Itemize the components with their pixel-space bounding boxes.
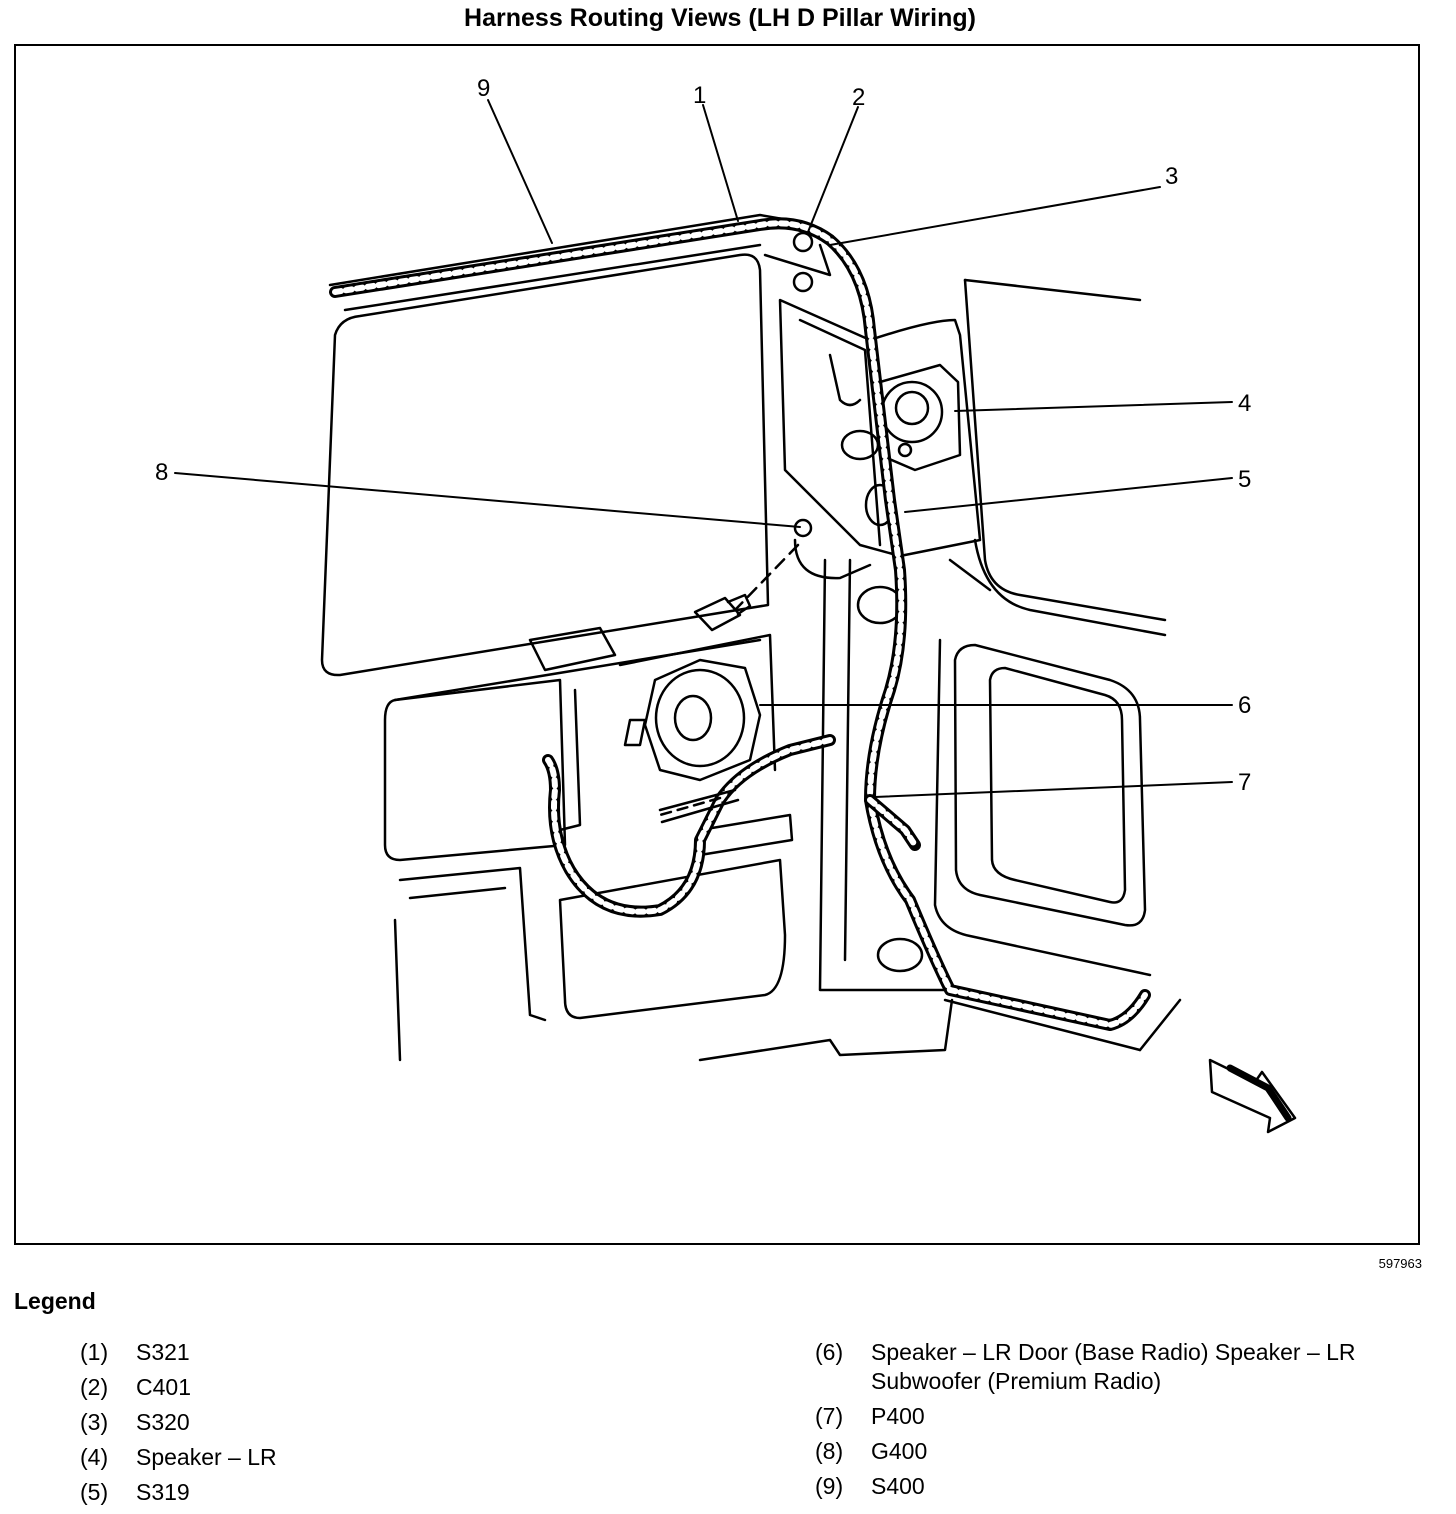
ground-bolt-g400	[693, 518, 872, 632]
harness-routing-drawing: 9 1 2 3 4 8 5 6 7	[155, 75, 1297, 1134]
leader-lines	[174, 99, 1233, 798]
callout-8: 8	[155, 459, 168, 486]
legend-item-text: S319	[136, 1479, 190, 1505]
legend-item-number: (4)	[80, 1444, 109, 1470]
legend-item-text: Speaker – LR	[136, 1444, 277, 1470]
callout-6: 6	[1238, 692, 1251, 719]
side-window	[320, 253, 770, 677]
legend-item-text: G400	[871, 1438, 928, 1464]
legend-item: (8) G400	[815, 1437, 1435, 1466]
callout-4: 4	[1238, 390, 1251, 417]
legend-title: Legend	[14, 1288, 96, 1314]
callout-9: 9	[477, 75, 490, 102]
wiring-harness	[329, 217, 1151, 1031]
legend-item-number: (7)	[815, 1403, 844, 1429]
legend-column-right: (6) Speaker – LR Door (Base Radio) Speak…	[815, 1338, 1435, 1507]
legend-item-number: (3)	[80, 1409, 109, 1435]
legend-item-number: (6)	[815, 1339, 844, 1365]
rear-door-opening	[933, 638, 1152, 977]
callout-1: 1	[693, 82, 706, 109]
speaker-lr-upper	[878, 363, 962, 472]
legend-item-number: (5)	[80, 1479, 109, 1505]
legend-column-left: (1) S321 (2) C401 (3) S320 (4) Speaker –…	[80, 1338, 680, 1513]
callout-2: 2	[852, 84, 865, 111]
front-direction-arrow	[1208, 1058, 1297, 1134]
legend-item: (2) C401	[80, 1373, 680, 1402]
callout-7: 7	[1238, 769, 1251, 796]
callout-3: 3	[1165, 163, 1178, 190]
legend-item-text: C401	[136, 1374, 191, 1400]
legend-item: (4) Speaker – LR	[80, 1443, 680, 1472]
legend-item-text: S400	[871, 1473, 925, 1499]
legend-item: (3) S320	[80, 1408, 680, 1437]
legend-item: (6) Speaker – LR Door (Base Radio) Speak…	[815, 1338, 1435, 1396]
lower-trim-panels	[383, 626, 794, 1062]
legend-item-text: S321	[136, 1339, 190, 1365]
legend-item-number: (1)	[80, 1339, 109, 1365]
diagram-frame	[14, 44, 1420, 1245]
lower-body	[698, 558, 1182, 1062]
callout-5: 5	[1238, 466, 1251, 493]
quarter-panel	[948, 278, 1167, 637]
legend-item-number: (8)	[815, 1438, 844, 1464]
legend-item: (5) S319	[80, 1478, 680, 1507]
legend-item-text: S320	[136, 1409, 190, 1435]
legend-item-number: (2)	[80, 1374, 109, 1400]
speaker-lr-door	[623, 658, 762, 782]
legend-item-text: P400	[871, 1403, 925, 1429]
figure-id: 597963	[1378, 1256, 1422, 1271]
legend-item: (7) P400	[815, 1402, 1435, 1431]
legend-item: (1) S321	[80, 1338, 680, 1367]
legend-item-number: (9)	[815, 1473, 844, 1499]
legend-item-text: Speaker – LR Door (Base Radio) Speaker –…	[871, 1339, 1356, 1394]
diagram-title: Harness Routing Views (LH D Pillar Wirin…	[464, 4, 976, 32]
legend-item: (9) S400	[815, 1472, 1435, 1501]
